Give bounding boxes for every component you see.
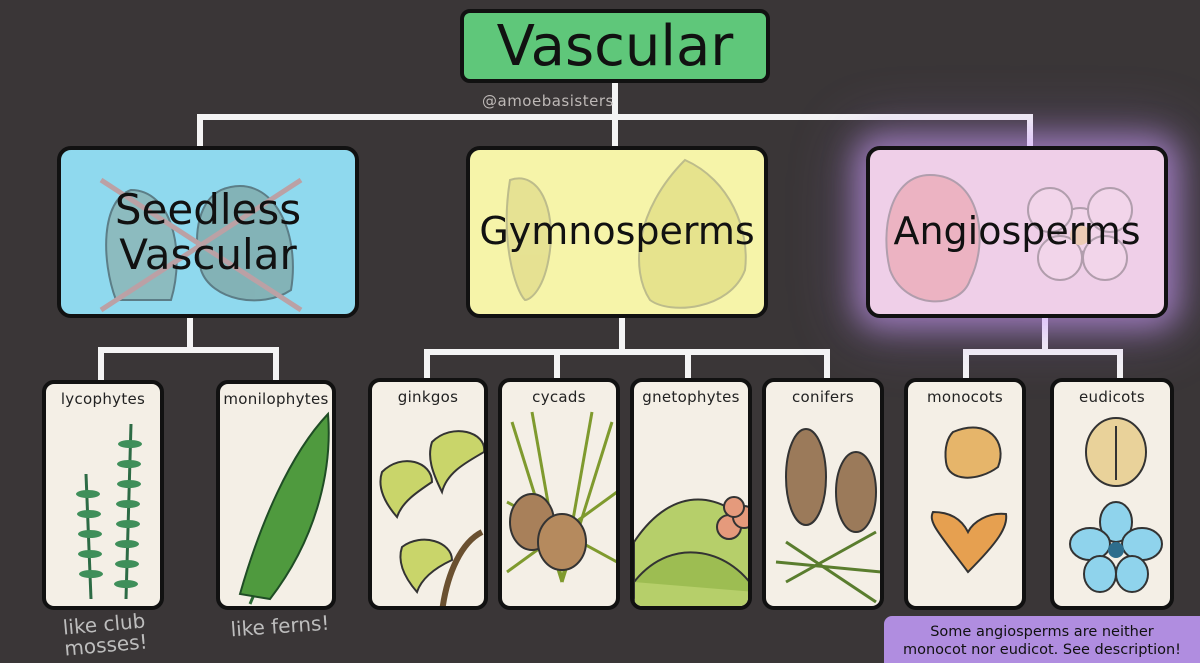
monocot-seed-icon	[930, 426, 1008, 574]
card-gnetophytes: gnetophytes	[630, 378, 752, 610]
seedless-vascular-label: Seedless Vascular	[114, 184, 302, 279]
seedless-vascular-box: Seedless Vascular	[57, 146, 359, 318]
card-eudicots-label: eudicots	[1079, 388, 1145, 406]
card-lycophytes: lycophytes	[42, 380, 164, 610]
card-ginkgos: ginkgos	[368, 378, 488, 610]
card-monilophytes: monilophytes	[216, 380, 336, 610]
footnote-box: Some angiosperms are neither monocot nor…	[884, 616, 1200, 663]
card-gnetophytes-label: gnetophytes	[642, 388, 740, 406]
crossed-seeds-icon	[99, 177, 303, 313]
card-cycads: cycads	[498, 378, 620, 610]
angiosperms-label: Angiosperms	[893, 209, 1141, 254]
gnetophyte-icon	[634, 496, 748, 606]
cycad-icon	[506, 411, 616, 583]
gymnosperms-label: Gymnosperms	[479, 209, 755, 254]
watermark: @amoebasisters	[482, 92, 614, 110]
seedless-line1: Seedless	[114, 184, 302, 234]
ginkgo-leaf-icon	[379, 430, 484, 606]
gymnosperms-box: Gymnosperms	[466, 146, 768, 318]
footnote-line1: Some angiosperms are neither	[930, 624, 1154, 640]
card-cycads-label: cycads	[532, 388, 586, 406]
card-eudicots: eudicots	[1050, 378, 1174, 610]
card-monocots: monocots	[904, 378, 1026, 610]
card-ginkgos-label: ginkgos	[397, 388, 459, 406]
pinecone-seed-icon	[505, 158, 747, 309]
angiosperms-box: Angiosperms	[866, 146, 1168, 318]
card-conifers: conifers	[762, 378, 884, 610]
fern-icon	[238, 411, 330, 605]
card-conifers-label: conifers	[792, 388, 854, 406]
vascular-title: Vascular	[460, 9, 770, 83]
eudicot-flower-icon	[1069, 417, 1163, 593]
apple-flower-icon	[885, 173, 1133, 303]
card-lycophytes-label: lycophytes	[60, 390, 146, 408]
footnote-line2: monocot nor eudicot. See description!	[902, 642, 1181, 659]
seedless-line2: Vascular	[119, 230, 297, 279]
pinecone-icon	[775, 428, 880, 604]
card-monilophytes-label: monilophytes	[223, 390, 329, 408]
club-moss-icon	[76, 423, 142, 600]
card-monocots-label: monocots	[927, 388, 1003, 406]
